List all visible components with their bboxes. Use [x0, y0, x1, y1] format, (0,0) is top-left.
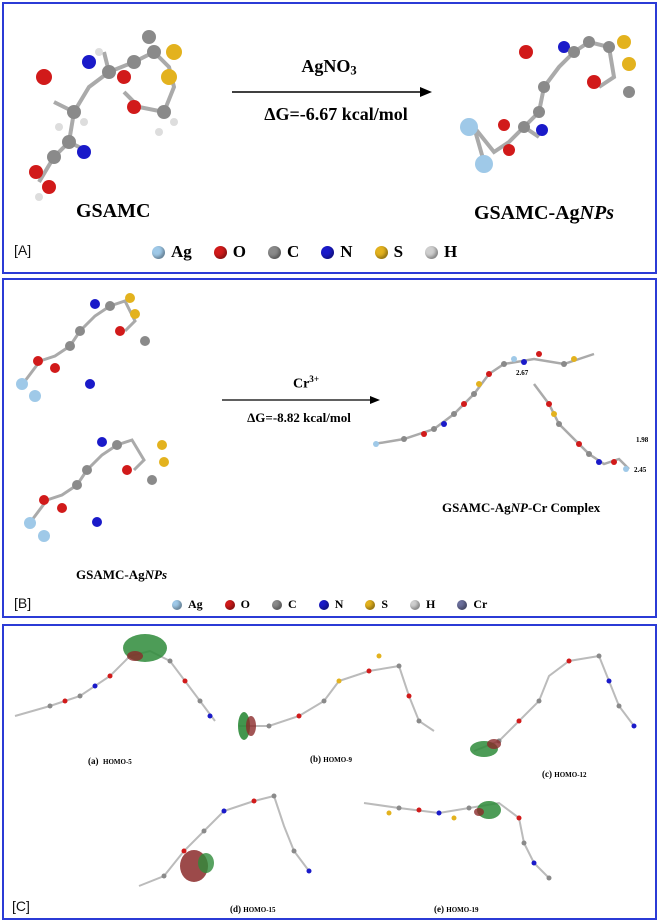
legend-item-n: N [318, 597, 344, 612]
caption-homo-19: (e) HOMO-19 [434, 904, 479, 914]
legend-item-s: S [374, 242, 404, 262]
distance-label-1: 2.67 [516, 369, 529, 377]
legend-item-h: H [410, 597, 435, 612]
orbital-homo-15 [138, 793, 312, 887]
legend-label: C [288, 597, 297, 611]
h-atom-icon [425, 245, 439, 259]
cr-complex-molecule [373, 351, 630, 472]
reagent-label: AgNO3 [301, 56, 357, 78]
legend-label: S [381, 597, 389, 611]
reaction-arrow [232, 87, 432, 97]
legend-item-h: H [425, 242, 457, 262]
reactant-label: GSAMC [76, 200, 151, 222]
orbital-homo-5 [14, 634, 216, 722]
orbital-homo-12 [470, 653, 637, 757]
o-atom-icon [224, 599, 235, 610]
legend-label: S [393, 242, 404, 261]
legend-label: H [426, 597, 436, 611]
cr-atom-icon [457, 599, 468, 610]
s-atom-icon [365, 599, 376, 610]
orbital-homo-9 [238, 653, 435, 740]
n-atom-icon [321, 245, 335, 259]
ag-atom-icon [152, 245, 165, 259]
caption-homo-15: (d) HOMO-15 [230, 904, 276, 914]
caption-homo-5: (a) HOMO-5 [88, 756, 132, 766]
legend-item-n: N [321, 242, 353, 262]
caption-homo-12: (c) HOMO-12 [542, 769, 587, 779]
legend-label: N [340, 242, 353, 261]
energy-label: ΔG=-6.67 kcal/mol [264, 104, 408, 124]
legend-item-cr: Cr [457, 597, 487, 612]
legend-item-c: C [268, 242, 299, 262]
o-atom-icon [213, 245, 227, 259]
legend-item-s: S [365, 597, 388, 612]
agnps-molecule-2 [24, 437, 169, 542]
legend-item-o: O [213, 242, 247, 262]
panel-b: GSAMC-AgNPs Cr3+ ΔG=-8.82 kcal/mol 2.67 … [2, 278, 657, 618]
energy-label-b: ΔG=-8.82 kcal/mol [247, 410, 351, 425]
panel-c-letter: [C] [12, 898, 30, 914]
agnps-molecule-1 [16, 293, 150, 402]
legend-label: Cr [473, 597, 488, 611]
panel-b-letter: [B] [14, 595, 32, 611]
gsamc-molecule [29, 30, 182, 201]
c-atom-icon [272, 599, 283, 610]
legend-item-o: O [224, 597, 251, 612]
legend-label: O [232, 242, 247, 261]
s-atom-icon [374, 245, 388, 259]
panel-c: (a) HOMO-5 (b) HOMO-9 (c) HOMO-12 (d) HO… [2, 624, 657, 920]
legend-label: H [444, 242, 458, 261]
legend-b: Ag O C N S H Cr [172, 597, 509, 612]
reagent-label-b: Cr3+ [292, 374, 320, 392]
reactant-label-b: GSAMC-AgNPs [76, 567, 167, 582]
legend-label: Ag [188, 597, 203, 611]
panel-a: GSAMC AgNO3 ΔG=-6.67 kcal/mol GSAMC-AgNP… [2, 2, 657, 274]
legend-label: C [287, 242, 300, 261]
panel-a-letter: [A] [14, 242, 32, 258]
product-label-b: GSAMC-AgNP-Cr Complex [442, 500, 601, 515]
product-label: GSAMC-AgNPs [474, 202, 614, 224]
orbital-homo-19 [363, 801, 552, 881]
legend-a: Ag O C N S H [152, 242, 479, 262]
c-atom-icon [268, 245, 282, 259]
gsamc-agnps-molecule [460, 35, 636, 173]
legend-label: O [240, 597, 251, 611]
ag-atom-icon [172, 599, 182, 610]
legend-item-ag: Ag [172, 597, 203, 612]
legend-item-ag: Ag [152, 242, 192, 262]
n-atom-icon [318, 599, 329, 610]
reaction-arrow-b [222, 396, 380, 404]
legend-label: N [334, 597, 344, 611]
distance-label-3: 2.45 [634, 466, 647, 474]
legend-item-c: C [272, 597, 297, 612]
legend-label: Ag [171, 242, 192, 261]
h-atom-icon [410, 599, 421, 610]
distance-label-2: 1.98 [636, 436, 649, 444]
caption-homo-9: (b) HOMO-9 [310, 754, 353, 764]
